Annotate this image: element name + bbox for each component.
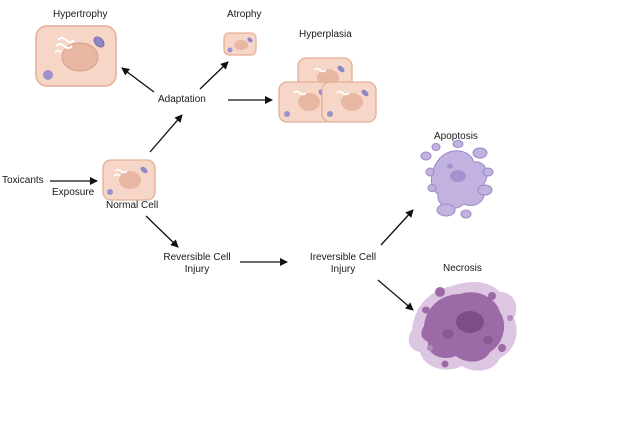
- hypertrophy-cell: [35, 25, 117, 87]
- label-reversible-cell-injury: Reversible Cell Injury: [163, 252, 230, 276]
- arrow-normal-to-adaptation: [149, 114, 183, 153]
- label-hypertrophy: Hypertrophy: [53, 9, 108, 20]
- organelle-cluster: [43, 70, 53, 80]
- label-irreversible-cell-injury: Ireversible Cell Injury: [310, 252, 376, 276]
- arrow-normal-to-reversible: [145, 215, 179, 248]
- arrow-adaptation-to-hypertrophy: [121, 67, 155, 93]
- hyperplasia-cells: [278, 57, 377, 123]
- label-exposure: Exposure: [52, 187, 95, 198]
- arrows: [50, 61, 414, 311]
- normal-cell: [102, 159, 156, 201]
- organelle-cluster: [107, 189, 113, 195]
- endoplasmic-reticulum: [54, 37, 75, 53]
- mitochondrion: [93, 36, 105, 48]
- necrotic-cell: [408, 282, 517, 371]
- label-reversible-line1: Reversible Cell: [163, 252, 231, 263]
- label-adaptation: Adaptation: [158, 94, 206, 105]
- label-irreversible-line1: Ireversible Cell: [309, 252, 377, 263]
- organelle-cluster: [227, 47, 233, 53]
- label-atrophy: Atrophy: [227, 9, 262, 20]
- mitochondrion: [140, 166, 148, 174]
- arrow-irreversible-to-necrosis: [377, 279, 414, 311]
- mitochondrion: [247, 37, 253, 43]
- label-hyperplasia: Hyperplasia: [299, 29, 352, 40]
- label-irreversible-line2: Injury: [330, 264, 356, 275]
- arrow-irreversible-to-apoptosis: [380, 209, 414, 246]
- arrow-adaptation-to-atrophy: [199, 61, 229, 90]
- atrophy-cell: [223, 32, 257, 56]
- endoplasmic-reticulum: [113, 168, 128, 177]
- label-toxicants: Toxicants: [2, 175, 44, 186]
- apoptotic-cell: [420, 140, 494, 219]
- hyperplasia-cell-right: [321, 81, 377, 123]
- label-reversible-line2: Injury: [184, 264, 210, 275]
- label-apoptosis: Apoptosis: [434, 131, 478, 142]
- label-normal-cell: Normal Cell: [106, 200, 159, 211]
- label-necrosis: Necrosis: [443, 263, 482, 274]
- nucleus: [234, 40, 248, 50]
- nucleus: [119, 171, 141, 189]
- nucleus: [61, 42, 99, 72]
